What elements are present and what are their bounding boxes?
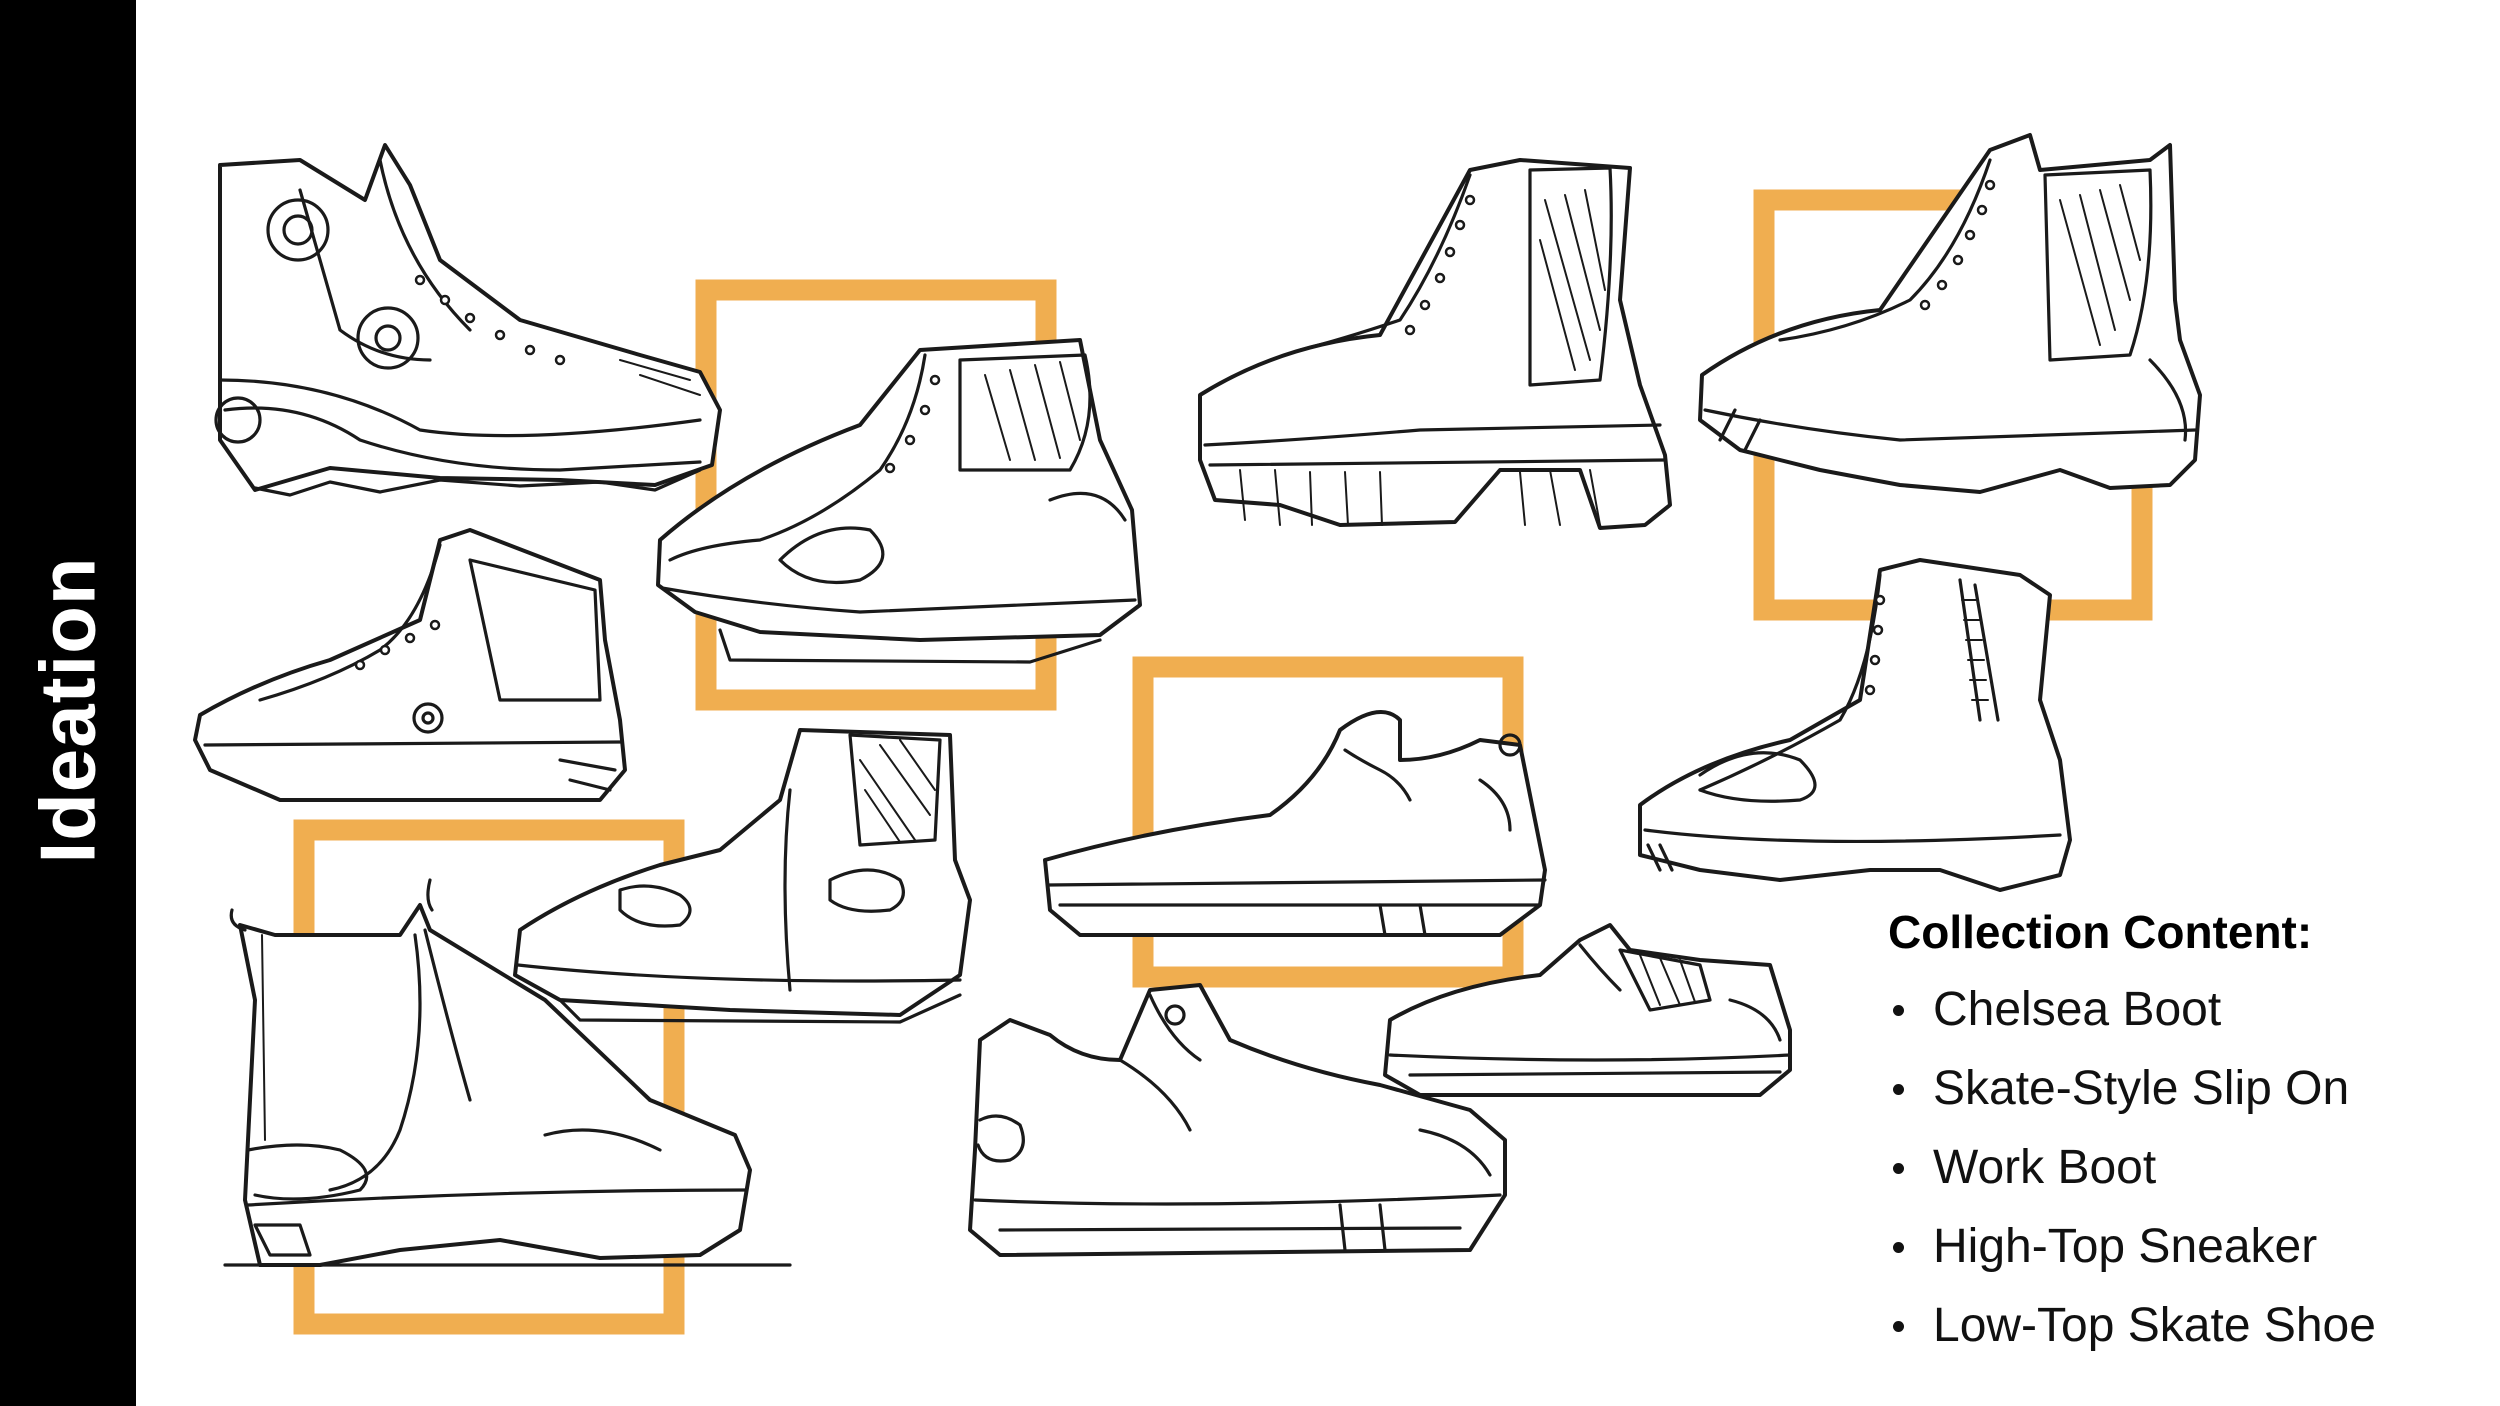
- sketch-chelsea-boot-side: [513, 728, 972, 1024]
- bullet-icon: [1893, 1321, 1904, 1332]
- sketch-work-boot-front-zip: [656, 338, 1142, 664]
- bullet-icon: [1893, 1005, 1904, 1016]
- list-item-label: Low-Top Skate Shoe: [1933, 1299, 2376, 1352]
- collection-list: Chelsea Boot Skate-Style Slip On Work Bo…: [1888, 985, 2488, 1380]
- collection-content-panel: Collection Content: Chelsea Boot Skate-S…: [1888, 905, 2488, 1380]
- list-item-label: Skate-Style Slip On: [1933, 1062, 2350, 1115]
- list-item: Skate-Style Slip On: [1888, 1064, 2488, 1143]
- sidebar: Ideation: [0, 0, 136, 1406]
- sketch-zip-work-boot: [1638, 558, 2072, 892]
- sketch-high-top-dial-sneaker: [214, 143, 722, 497]
- bullet-icon: [1893, 1084, 1904, 1095]
- list-item: Low-Top Skate Shoe: [1888, 1301, 2488, 1380]
- list-item: Chelsea Boot: [1888, 985, 2488, 1064]
- sketch-low-high-top-sneaker: [193, 528, 627, 802]
- sketch-mid-skate-shoe: [968, 983, 1507, 1257]
- list-item-label: Chelsea Boot: [1933, 983, 2222, 1036]
- sketch-platform-work-boot: [1198, 158, 1672, 530]
- sketch-skate-slip-on: [1043, 710, 1547, 937]
- sketch-chelsea-boot: [223, 878, 792, 1267]
- collection-title: Collection Content:: [1888, 906, 2313, 958]
- bullet-icon: [1893, 1242, 1904, 1253]
- list-item-label: Work Boot: [1933, 1141, 2157, 1194]
- list-item: High-Top Sneaker: [1888, 1222, 2488, 1301]
- bullet-icon: [1893, 1163, 1904, 1174]
- list-item-label: High-Top Sneaker: [1933, 1220, 2318, 1273]
- list-item: Work Boot: [1888, 1143, 2488, 1222]
- sketch-platform-work-boot-alt: [1698, 133, 2202, 494]
- sketch-low-top-skate-shoe: [1383, 923, 1792, 1097]
